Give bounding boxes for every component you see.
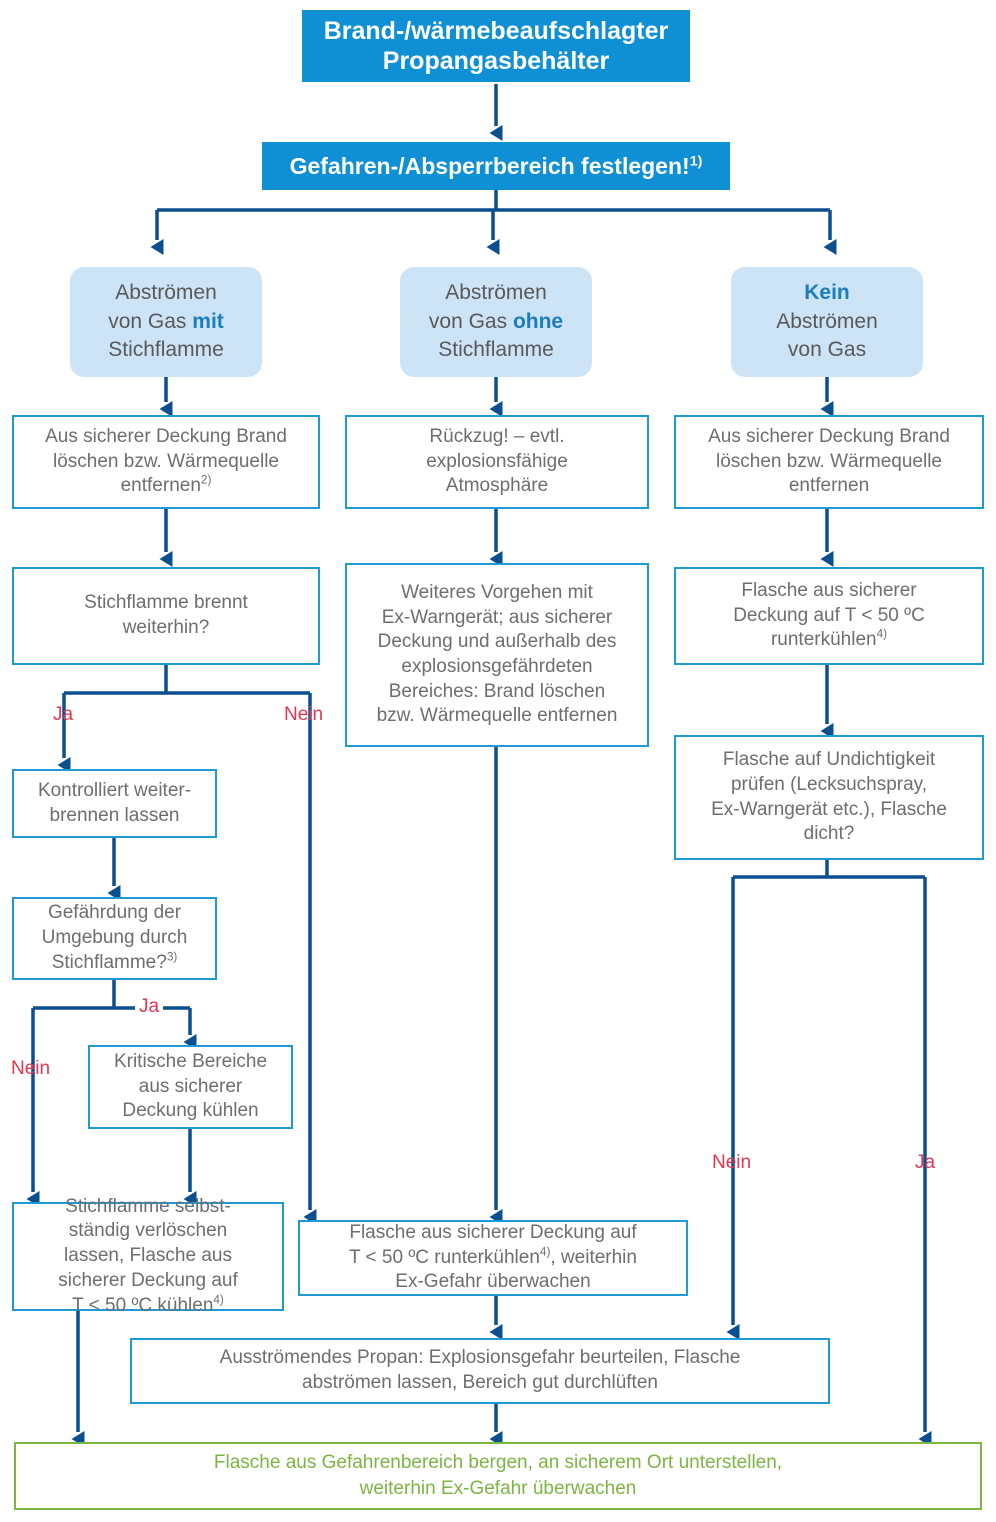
- left-burn-line1: Kontrolliert weiter-: [37, 779, 192, 801]
- left-d2-line2: Umgebung durch: [41, 927, 188, 949]
- title-line2: Propangasbehälter: [382, 47, 610, 75]
- branch1-line2a: von Gas: [108, 309, 193, 333]
- left-self-footnote: 4): [213, 1293, 224, 1307]
- branch3-line3: von Gas: [787, 338, 867, 362]
- node-right-extinguish: Aus sicherer Deckung Brand löschen bzw. …: [674, 415, 984, 509]
- left-ext-line1: Aus sicherer Deckung Brand: [45, 425, 287, 447]
- left-self-line1: Stichflamme selbst-: [65, 1195, 231, 1217]
- mid-cool-line1: Flasche aus sicherer Deckung auf: [349, 1221, 637, 1243]
- node-mid-retreat: Rückzug! – evtl. explosionsfähige Atmosp…: [345, 415, 649, 509]
- mid-cool-line3: Ex-Gefahr überwachen: [395, 1271, 591, 1293]
- node-left-decision-hazard-surroundings: Gefährdung der Umgebung durch Stichflamm…: [12, 897, 217, 980]
- node-left-extinguish: Aus sicherer Deckung Brand löschen bzw. …: [12, 415, 320, 509]
- mid-retreat-line3: Atmosphäre: [445, 475, 549, 497]
- left-d1-line2: weiterhin?: [122, 617, 210, 638]
- mid-cool-line2b: , weiterhin: [550, 1246, 637, 1268]
- right-ext-line3: entfernen: [788, 475, 870, 497]
- node-propane-escape: Ausströmendes Propan: Explosionsgefahr b…: [130, 1338, 830, 1404]
- left-d1-line1: Stichflamme brennt: [84, 592, 248, 614]
- right-cool-line3: runterkühlen: [770, 629, 877, 651]
- edge-label-left-d2-no: Nein: [11, 1058, 51, 1079]
- right-cool-line1: Flasche aus sicherer: [741, 579, 917, 601]
- branch3-keyword: Kein: [804, 280, 850, 304]
- edge-label-left-d2-yes: Ja: [135, 996, 164, 1018]
- left-self-line4: sicherer Deckung auf: [58, 1269, 238, 1291]
- node-left-cool-critical-areas: Kritische Bereiche aus sicherer Deckung …: [88, 1045, 293, 1129]
- mid-proc-line5: Bereiches: Brand löschen: [388, 680, 606, 702]
- node-title: Brand-/wärmebeaufschlagter Propangasbehä…: [302, 10, 690, 82]
- node-left-controlled-burn: Kontrolliert weiter- brennen lassen: [12, 769, 217, 838]
- right-cool-footnote: 4): [876, 628, 888, 642]
- node-branch-gas-with-flame: Abströmen von Gas mit Stichflamme: [70, 267, 262, 377]
- mid-proc-line1: Weiteres Vorgehen mit: [401, 581, 593, 603]
- branch1-keyword: mit: [192, 309, 224, 333]
- node-right-cooldown: Flasche aus sicherer Deckung auf T < 50 …: [674, 567, 984, 665]
- node-left-self-extinguish: Stichflamme selbst- ständig verlöschen l…: [12, 1196, 284, 1316]
- left-self-line3: lassen, Flasche aus: [64, 1245, 232, 1267]
- left-self-line5: T < 50 ºC kühlen: [72, 1294, 214, 1316]
- right-leak-line4: dicht?: [803, 823, 855, 845]
- left-ext-footnote: 2): [200, 474, 212, 488]
- branch2-line1: Abströmen: [445, 280, 547, 304]
- branch2-line3: Stichflamme: [438, 338, 554, 362]
- node-final-recover-cylinder: Flasche aus Gefahrenbereich bergen, an s…: [14, 1442, 982, 1510]
- right-leak-line3: Ex-Warngerät etc.), Flasche: [711, 798, 947, 820]
- mid-proc-line3: Deckung und außerhalb des: [377, 631, 617, 653]
- final-line1: Flasche aus Gefahrenbereich bergen, an s…: [213, 1452, 783, 1474]
- node-mid-cooldown-monitor: Flasche aus sicherer Deckung auf T < 50 …: [298, 1220, 688, 1296]
- right-cool-line2: Deckung auf T < 50 ºC: [733, 604, 925, 626]
- left-burn-line2: brennen lassen: [49, 804, 180, 826]
- edge-label-left-d1-no: Nein: [284, 704, 324, 725]
- node-branch-no-gas: Kein Abströmen von Gas: [731, 267, 923, 377]
- left-ext-line2: löschen bzw. Wärmequelle: [53, 450, 279, 472]
- node-right-decision-leak-check: Flasche auf Undichtigkeit prüfen (Lecksu…: [674, 735, 984, 860]
- edge-label-right-leak-no: Nein: [712, 1152, 752, 1173]
- mid-proc-line4: explosionsgefährdeten: [401, 656, 593, 677]
- mid-cool-line2a: T < 50 ºC runterkühlen: [349, 1246, 540, 1268]
- left-d2-line1: Gefährdung der: [47, 902, 182, 924]
- left-d2-footnote: 3): [166, 950, 178, 964]
- mid-retreat-line2: explosionsfähige: [426, 450, 568, 472]
- propane-line2: abströmen lassen, Bereich gut durchlüfte…: [302, 1372, 658, 1393]
- branch1-line1: Abströmen: [115, 280, 217, 304]
- right-leak-line1: Flasche auf Undichtigkeit: [722, 749, 936, 771]
- left-crit-line3: Deckung kühlen: [122, 1100, 259, 1122]
- edge-label-right-leak-yes: Ja: [915, 1152, 936, 1173]
- left-ext-line3: entfernen: [120, 475, 201, 497]
- branch1-line3: Stichflamme: [108, 338, 224, 362]
- node-define-danger-zone: Gefahren-/Absperrbereich festlegen!1): [262, 142, 730, 190]
- mid-retreat-line1: Rückzug! – evtl.: [429, 425, 565, 447]
- left-d2-line3: Stichflamme?: [51, 951, 167, 973]
- node-mid-procedure: Weiteres Vorgehen mit Ex-Warngerät; aus …: [345, 563, 649, 747]
- branch3-line2: Abströmen: [776, 309, 878, 333]
- propane-line1: Ausströmendes Propan: Explosionsgefahr b…: [219, 1347, 741, 1369]
- right-leak-line2: prüfen (Lecksuchspray,: [730, 773, 928, 795]
- node-left-decision-flame-burning: Stichflamme brennt weiterhin?: [12, 567, 320, 665]
- edge-label-left-d1-yes: Ja: [53, 704, 74, 725]
- step2-footnote: 1): [689, 153, 703, 170]
- step2-text: Gefahren-/Absperrbereich festlegen!: [289, 152, 690, 179]
- branch2-line2a: von Gas: [428, 309, 513, 333]
- title-line1: Brand-/wärmebeaufschlagter: [323, 16, 669, 45]
- left-crit-line1: Kritische Bereiche: [113, 1050, 268, 1072]
- left-crit-line2: aus sicherer: [138, 1075, 243, 1097]
- final-line2: weiterhin Ex-Gefahr überwachen: [359, 1478, 637, 1499]
- branch2-keyword: ohne: [512, 309, 564, 333]
- left-self-line2: ständig verlöschen: [68, 1220, 228, 1242]
- node-branch-gas-without-flame: Abströmen von Gas ohne Stichflamme: [400, 267, 592, 377]
- mid-cool-footnote: 4): [539, 1245, 551, 1259]
- mid-proc-line6: bzw. Wärmequelle entfernen: [376, 705, 618, 727]
- right-ext-line2: löschen bzw. Wärmequelle: [716, 450, 942, 472]
- mid-proc-line2: Ex-Warngerät; aus sicherer: [381, 606, 613, 628]
- right-ext-line1: Aus sicherer Deckung Brand: [708, 425, 950, 447]
